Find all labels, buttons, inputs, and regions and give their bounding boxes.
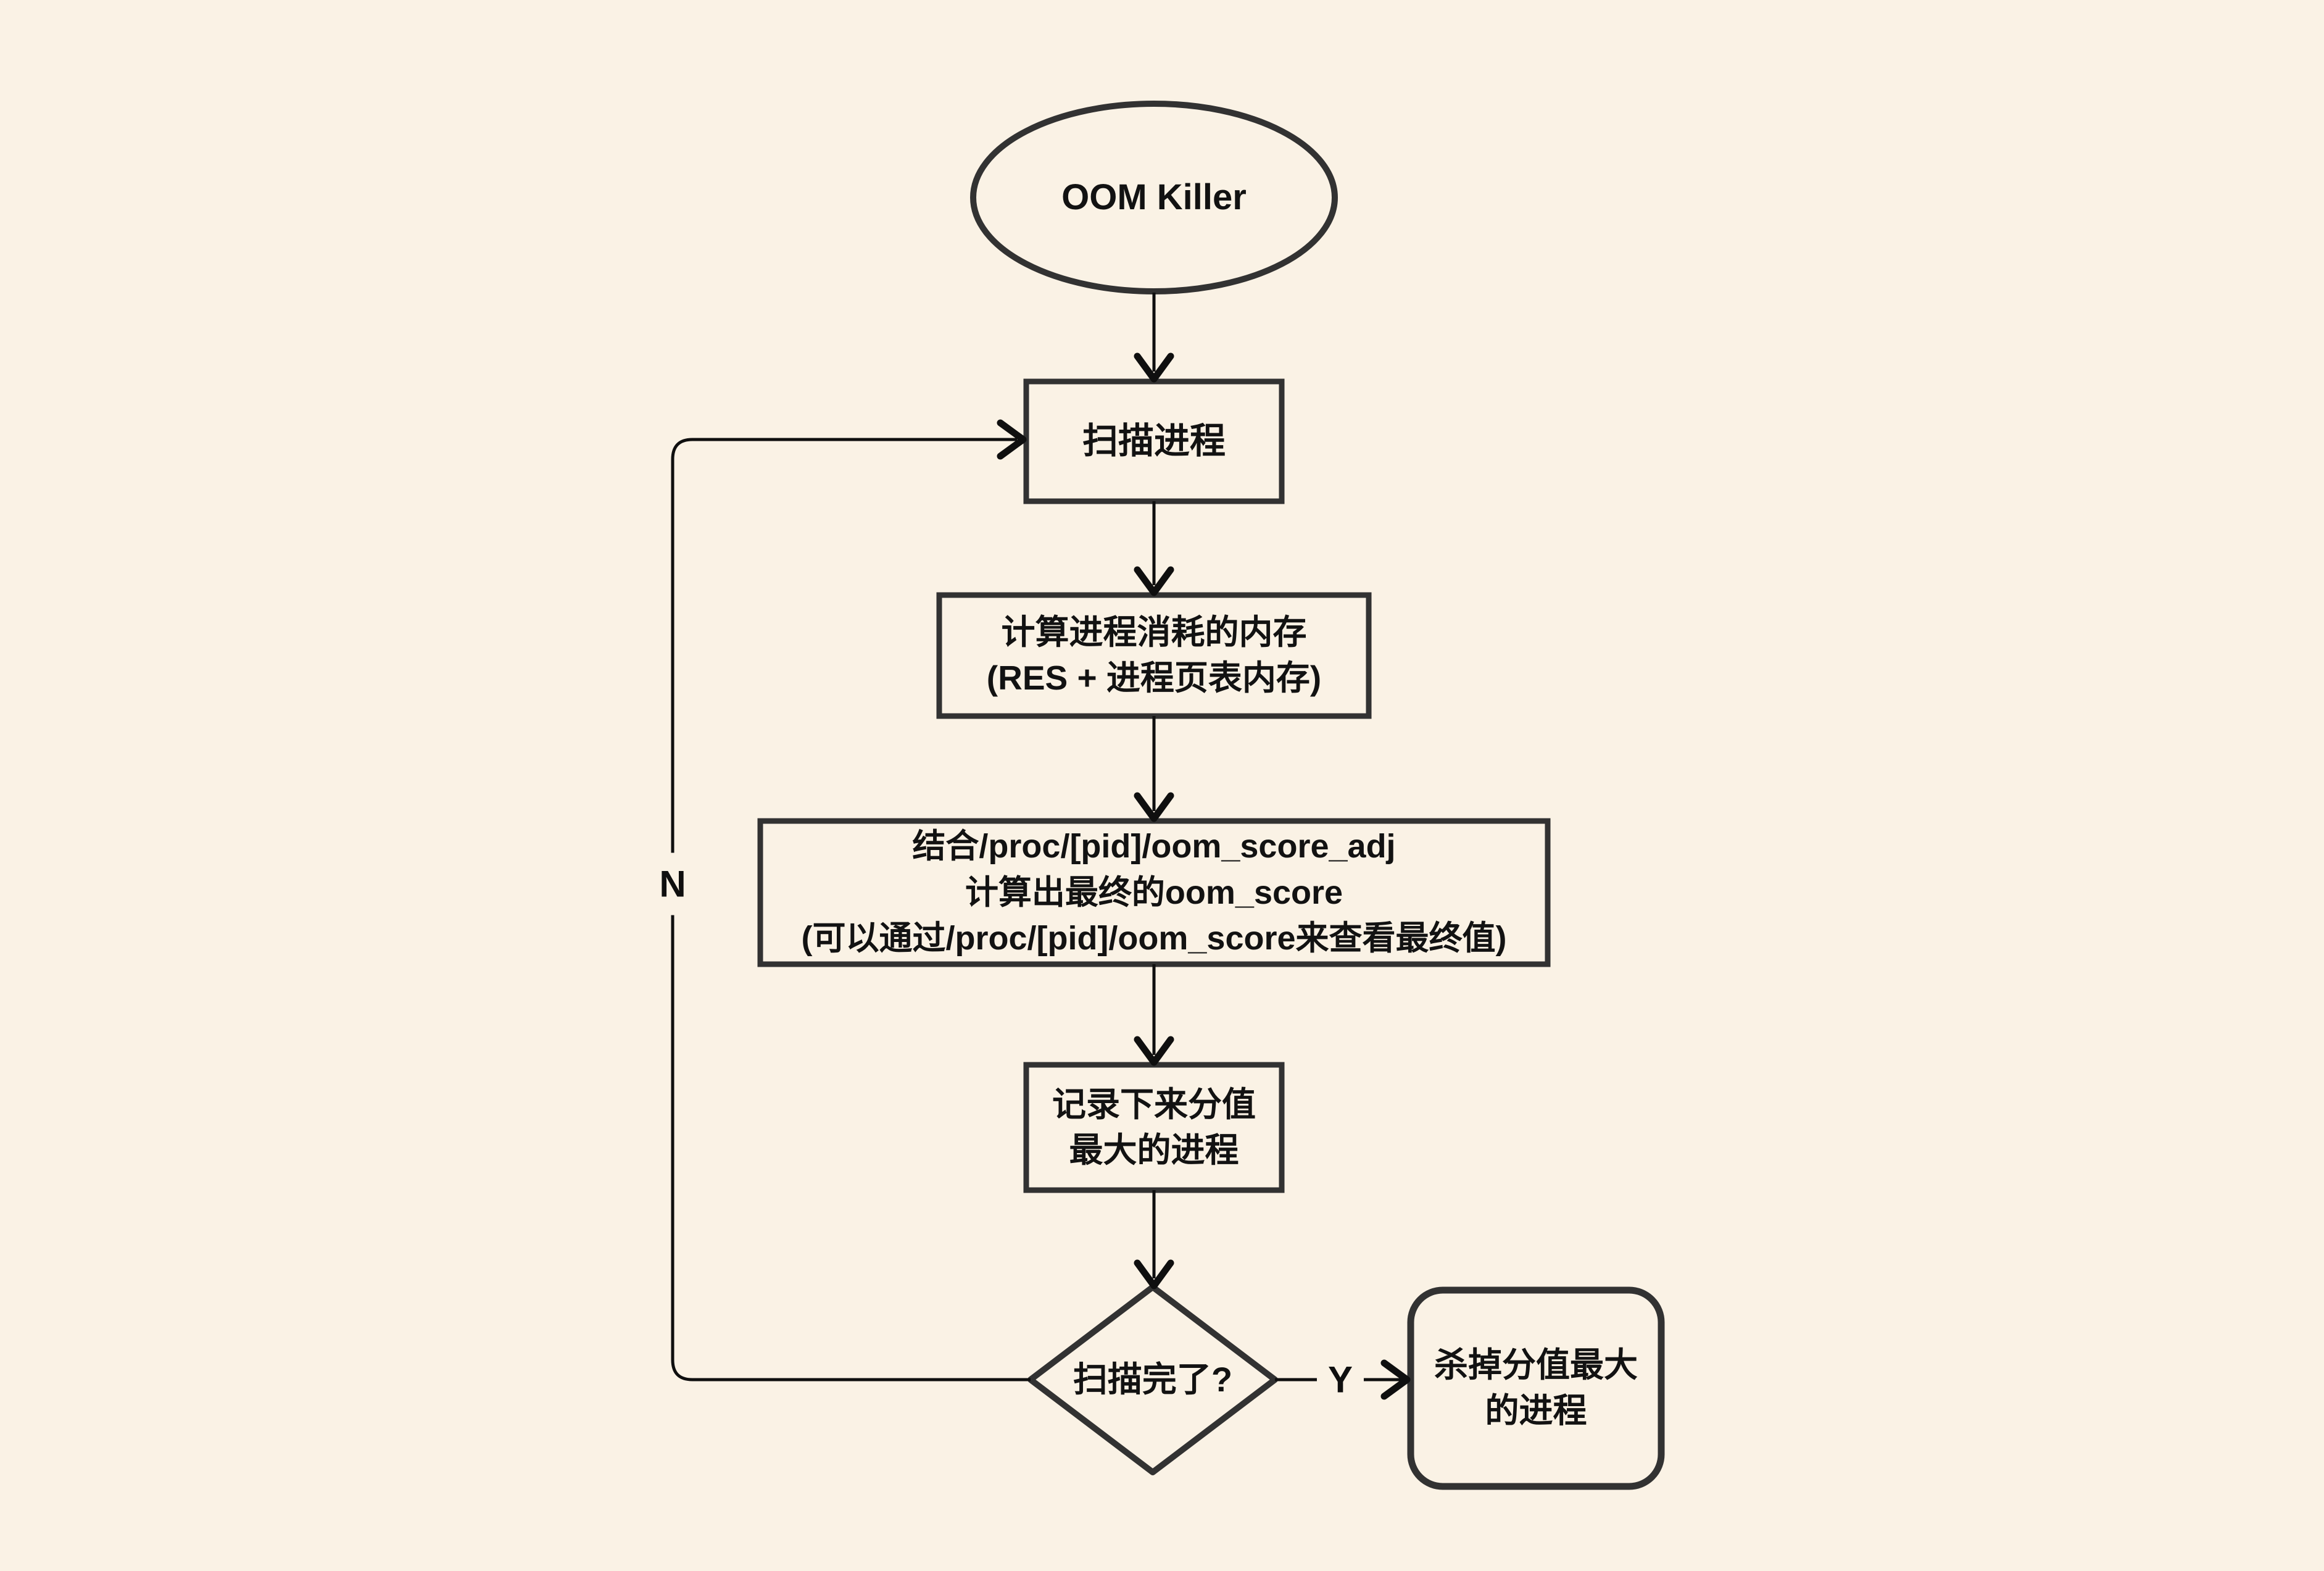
node-decision-label: 扫描完了? bbox=[1073, 1360, 1233, 1399]
text-line: 计算进程消耗的内存 bbox=[1001, 613, 1307, 652]
arrowhead-down-icon bbox=[1134, 1036, 1174, 1066]
text-line: 杀掉分值最大 bbox=[1434, 1346, 1638, 1385]
node-start-label: OOM Killer bbox=[1061, 177, 1247, 218]
node-scan-rect bbox=[1023, 378, 1285, 504]
node-start-ellipse bbox=[970, 101, 1338, 294]
node-record-max-label: 记录下来分值 最大的进程 bbox=[1026, 1065, 1282, 1190]
node-calc-memory-label: 计算进程消耗的内存 (RES + 进程页表内存) bbox=[939, 595, 1369, 716]
node-calc-score-label: 结合/proc/[pid]/oom_score_adj 计算出最终的oom_sc… bbox=[760, 821, 1548, 964]
edge-label-yes: Y bbox=[1316, 1356, 1364, 1404]
node-kill-max-rounded-rect bbox=[1407, 1286, 1665, 1490]
text-line: 计算出最终的oom_score bbox=[965, 873, 1343, 911]
text-line: 记录下来分值 bbox=[1052, 1085, 1256, 1123]
arrowhead-down-icon bbox=[1134, 1259, 1174, 1290]
node-calc-score-rect bbox=[757, 818, 1551, 967]
edge-label-no: N bbox=[655, 852, 690, 915]
node-scan-label: 扫描进程 bbox=[1082, 421, 1226, 462]
text-line: (RES + 进程页表内存) bbox=[986, 659, 1322, 697]
arrowhead-down-icon bbox=[1134, 566, 1174, 596]
text-line: 结合/proc/[pid]/oom_score_adj bbox=[912, 828, 1396, 865]
node-decision-diamond bbox=[1027, 1284, 1278, 1475]
node-kill-max-label: 杀掉分值最大 的进程 bbox=[1411, 1290, 1661, 1486]
arrowhead-down-icon bbox=[1134, 792, 1174, 822]
arrowhead-right-icon bbox=[997, 419, 1027, 460]
text-line: 最大的进程 bbox=[1069, 1130, 1239, 1169]
arrowhead-down-icon bbox=[1134, 352, 1174, 383]
arrowhead-right-icon bbox=[1380, 1359, 1411, 1400]
text-line: (可以通过/proc/[pid]/oom_score来查看最终值) bbox=[801, 920, 1507, 957]
text-line: 的进程 bbox=[1485, 1391, 1587, 1430]
